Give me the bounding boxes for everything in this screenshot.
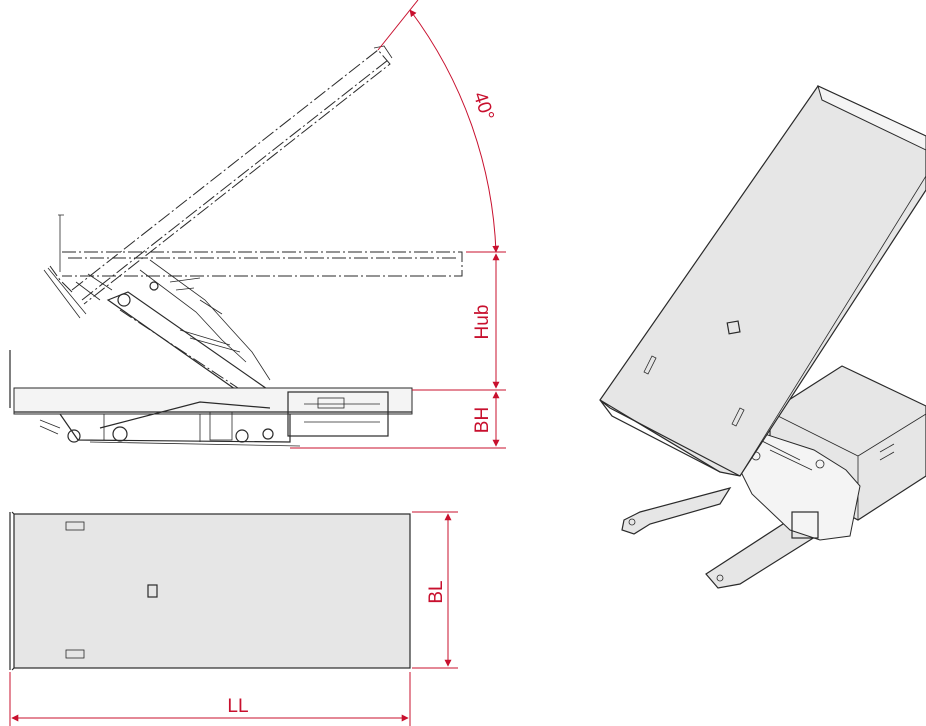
base-height-label: BH — [472, 407, 493, 433]
tilted-platform-outline — [49, 45, 393, 305]
raised-platform-outline — [58, 214, 463, 277]
angle-dimension-arc — [409, 9, 500, 253]
lift-height-label: Hub — [472, 305, 493, 340]
angle-label: 40° — [469, 89, 498, 123]
scissor-arm — [43, 259, 282, 409]
width-label: BL — [426, 580, 447, 603]
base-frame — [9, 350, 413, 447]
top-view — [9, 511, 411, 671]
isometric-view — [599, 85, 926, 589]
length-label: LL — [227, 696, 248, 717]
side-view — [9, 45, 463, 447]
